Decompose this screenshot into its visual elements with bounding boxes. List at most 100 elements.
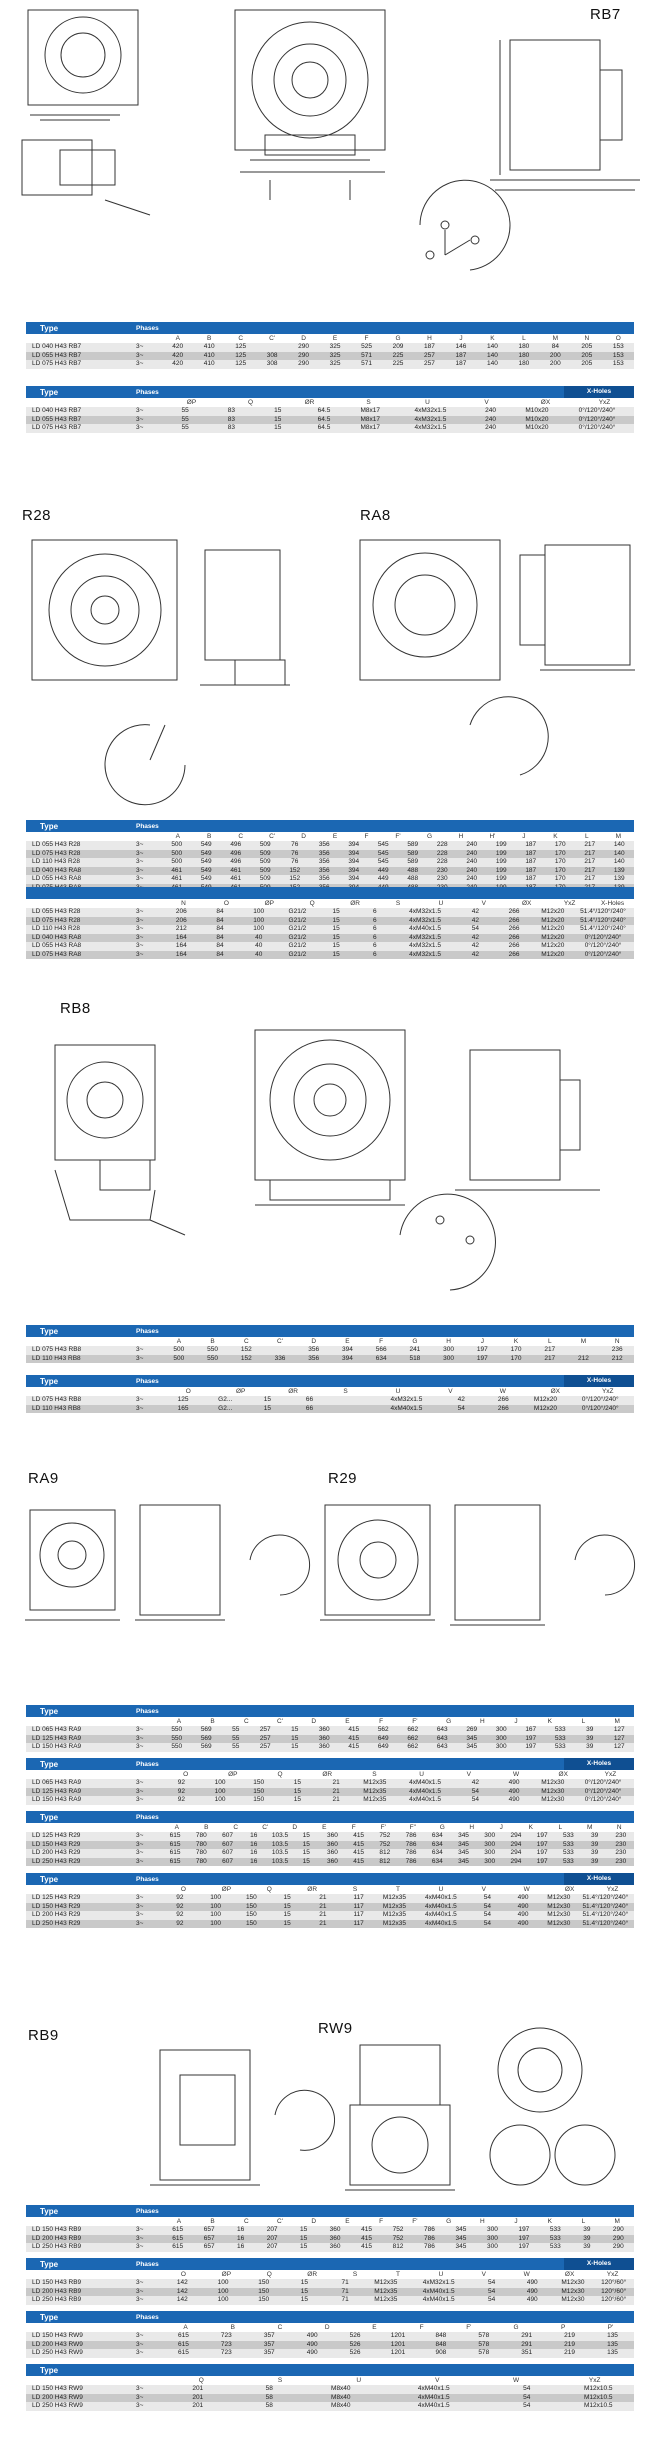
table-cell: 4xM40x1.5 [424,1911,457,1918]
table-cell: 549 [200,849,212,857]
column-header-spacer [136,2217,162,2226]
table-cell: 100 [210,1911,222,1918]
table-cell: 394 [348,875,360,882]
table-cell: 526 [349,2332,361,2339]
table-cell: 410 [203,351,215,359]
table-cell: 150 [253,1779,265,1786]
table-cell: 0°/120°/240° [584,1787,622,1795]
table-cell: 336 [274,1354,286,1362]
column-header: E [345,1718,350,1725]
table-cell: 100 [210,1902,222,1910]
table-cell: 562 [377,1726,389,1733]
table-cell: 230 [436,866,448,874]
table-cell: 266 [508,950,520,958]
table-cell: 356 [308,1346,320,1353]
table-cell: 550 [207,1354,218,1362]
table-cell: 54 [483,1911,491,1918]
table-cell: 240 [485,424,497,431]
table-cell: 345 [458,1857,469,1865]
table-cell: 164 [175,942,187,949]
table-cell: 15 [302,1857,310,1865]
section-title-ra9: RA9 [28,1470,59,1487]
table-cell: 205 [581,360,593,367]
table-cell: 509 [259,875,271,882]
table-cell: 300 [484,1840,496,1848]
table-cell: 150 [245,1919,257,1927]
column-header: ØP [186,399,197,406]
table-cell: 92 [176,1902,184,1910]
table-cell: 723 [220,2349,232,2356]
table-cell: 500 [171,849,183,857]
table-cell: 15 [274,415,282,423]
table-header-bar: Type [26,2364,634,2376]
table-cell: M12x30 [541,1796,565,1803]
table-cell: 240 [466,875,478,882]
table-cell: 39 [586,1734,594,1742]
table-cell: 140 [486,360,498,367]
column-header: U [438,1886,444,1893]
table-cell: 15 [283,1894,291,1901]
column-header: M [615,833,621,840]
table-cell: 607 [222,1857,233,1865]
table-cell: 170 [554,875,566,882]
model-name: LD 150 H43 RB9 [32,2226,82,2233]
table-cell: 4xM40x1.5 [409,1787,441,1795]
model-name: LD 110 H43 RB8 [32,1404,81,1412]
table-cell: 3~ [136,866,144,874]
table-cell: 615 [172,2226,184,2233]
table-cell: M8x40 [331,2385,351,2392]
column-header-spacer [136,1770,162,1779]
column-header: YxZ [601,1388,614,1395]
column-header-spacer [136,1337,162,1346]
table-cell: M8x40 [331,2402,351,2409]
column-header: YxZ [563,900,576,907]
table-cell: 139 [613,866,625,874]
column-header: N [181,900,186,907]
column-header-spacer [136,899,162,908]
table-cell: 420 [172,360,184,367]
table-cell: 549 [200,841,212,848]
table-cell: 4xM40x1.5 [417,2393,450,2401]
table-cell: 300 [443,1346,455,1353]
table-cell: 3~ [136,1840,144,1848]
table-cell: 83 [227,407,236,414]
table-cell: 21 [319,1894,327,1901]
column-header [26,2376,136,2385]
column-header: Q [247,399,254,406]
table-cell: 199 [495,875,507,882]
table-cell: 92 [176,1911,184,1918]
table-cell: 500 [171,841,183,848]
table-cell: 786 [405,1840,417,1848]
table-cell: 16 [250,1840,258,1848]
table-cell: 100 [253,916,265,924]
table-cell: G21/2 [288,916,307,924]
table-cell: 100 [217,2287,229,2295]
column-header: G [513,2324,519,2331]
table-cell: 240 [466,858,478,865]
table-cell: 615 [178,2349,189,2356]
table-cell: 488 [407,875,419,882]
column-header: B [204,1824,209,1831]
model-name: LD 200 H43 RW9 [32,2340,83,2348]
table-cell: 461 [230,866,242,874]
model-name: LD 040 H43 RB7 [32,407,82,414]
column-header: C [277,2324,283,2331]
table-cell: 356 [318,866,330,874]
column-header: L [547,1338,552,1345]
table-cell: 3~ [136,2349,144,2356]
table-cell: 39 [583,2226,591,2233]
model-name: LD 040 H43 RB7 [32,343,82,350]
column-header: P' [607,2324,614,2331]
table-phases-label: Phases [136,1707,159,1715]
table-cell: 21 [319,1902,327,1910]
table-xholes-label: X-Holes [564,2258,634,2270]
